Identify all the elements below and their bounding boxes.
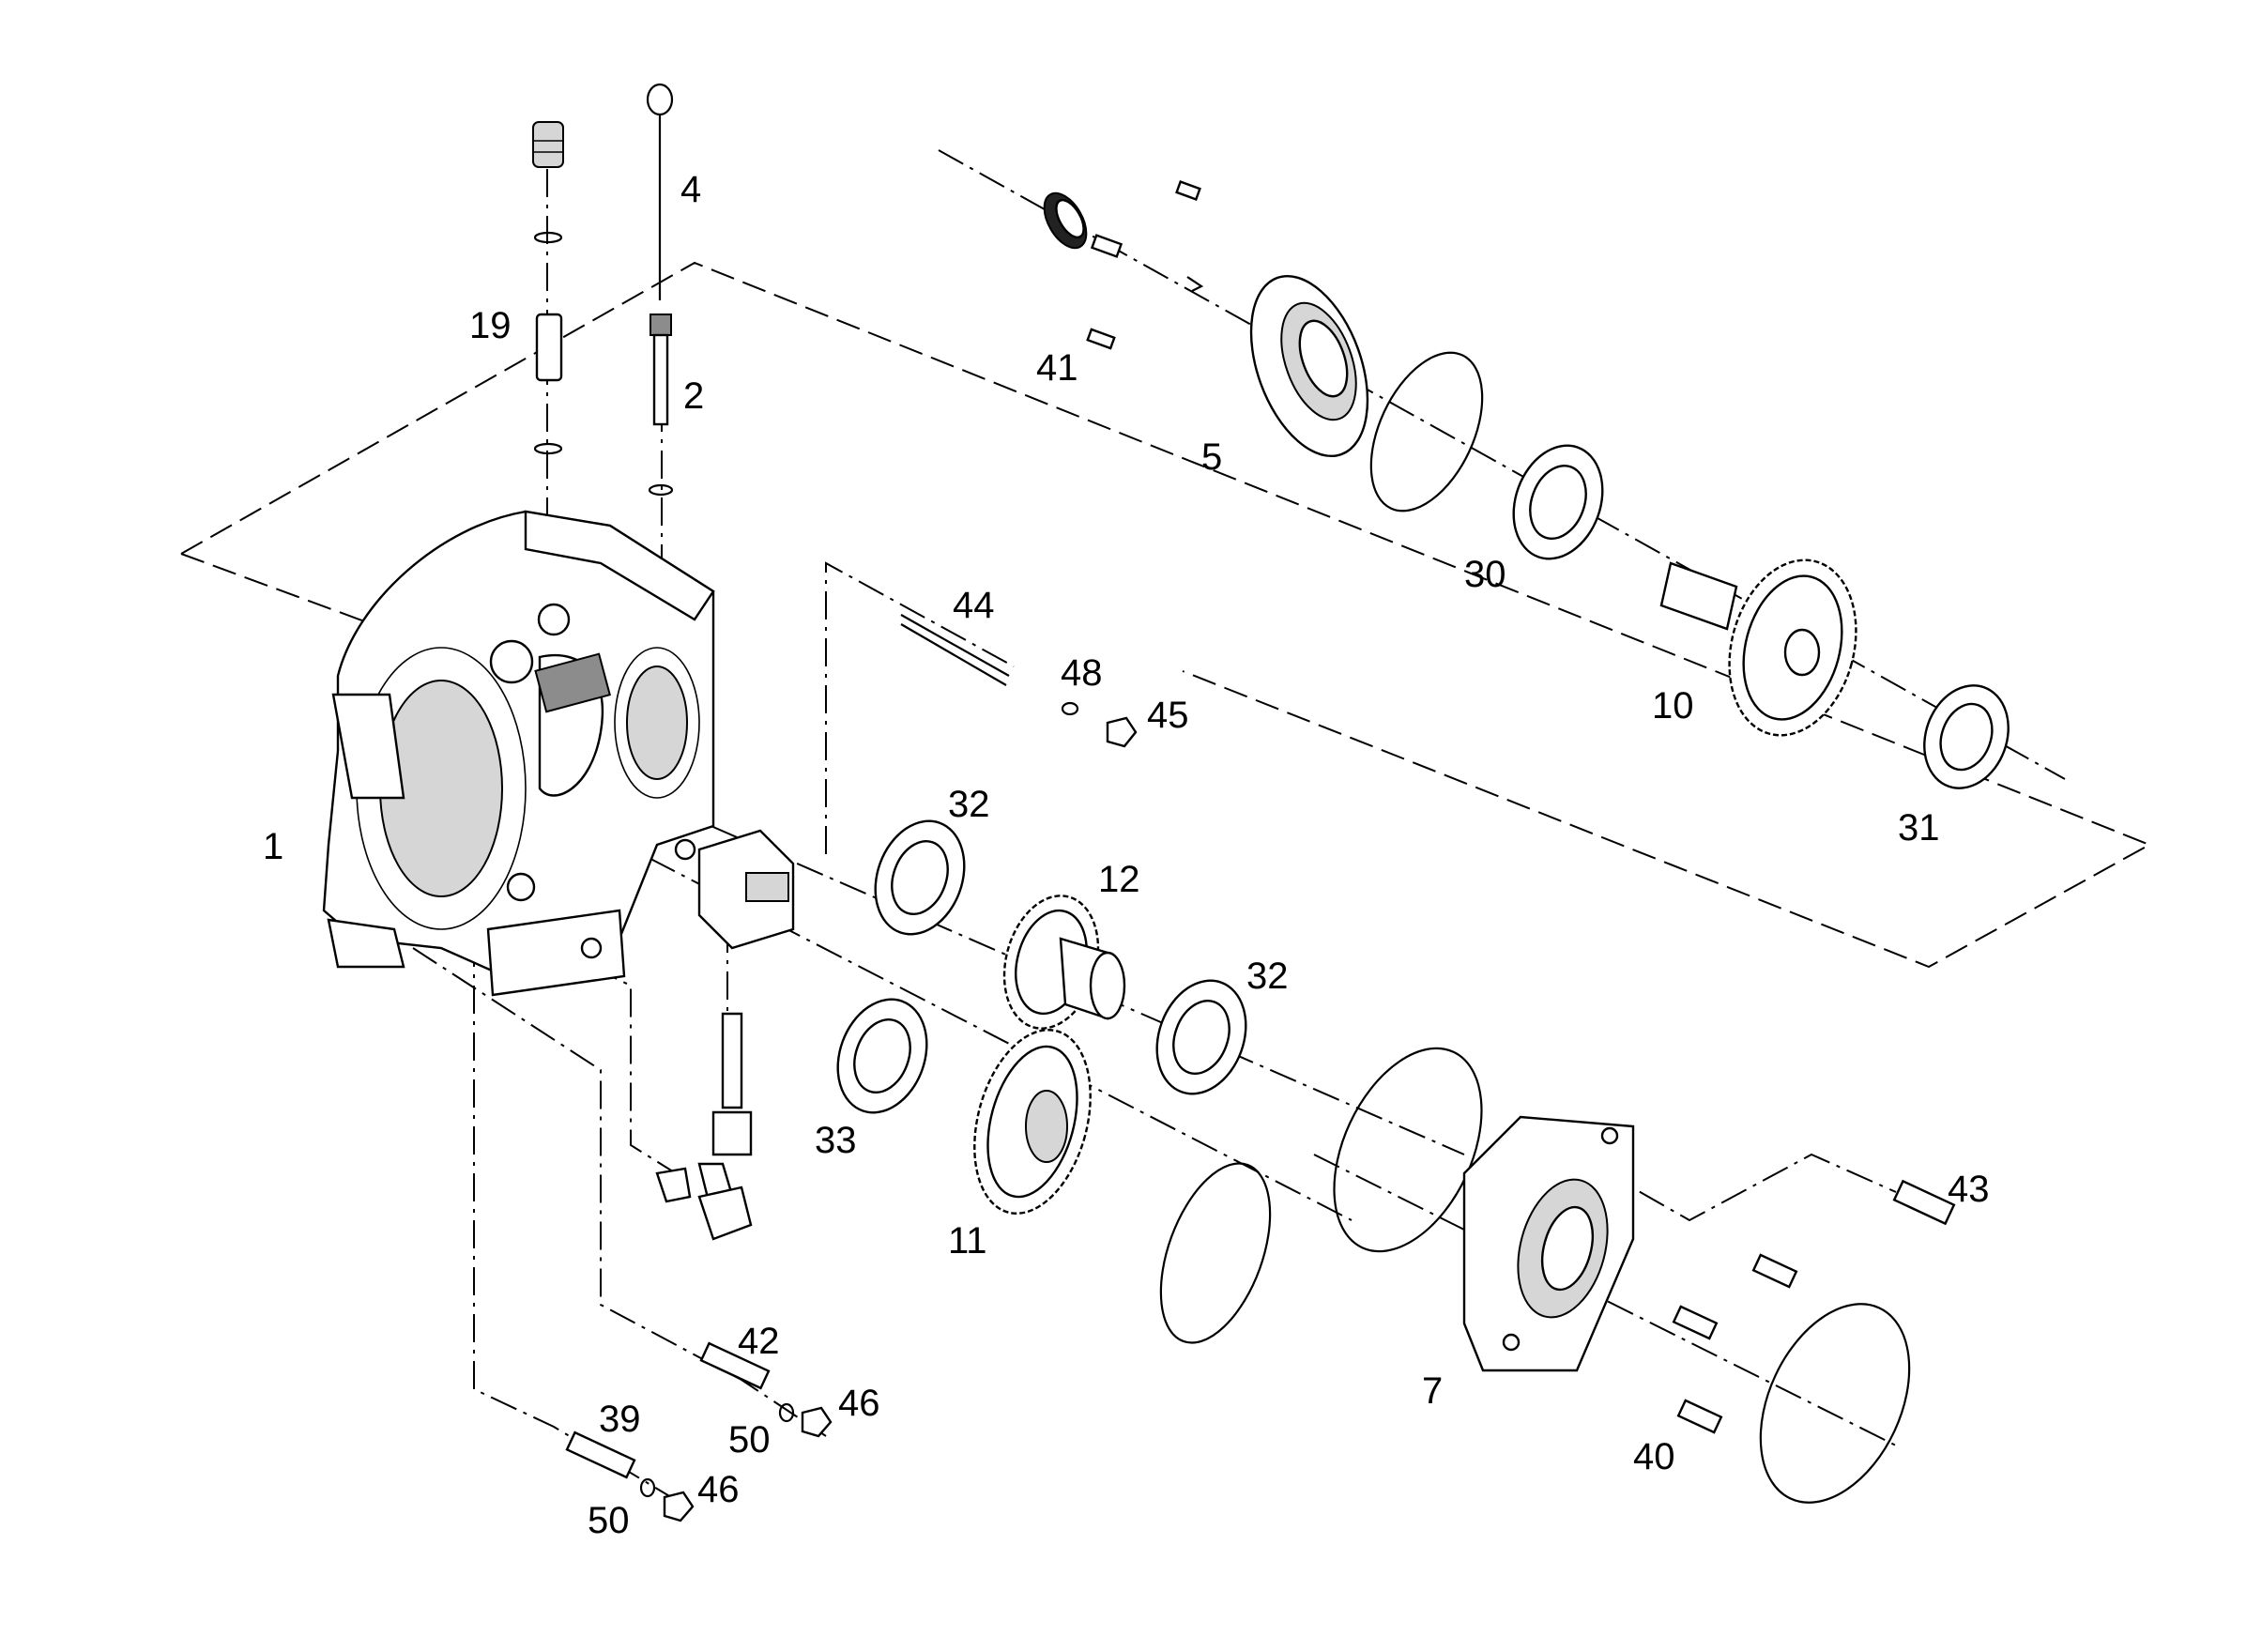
housing-part-1 [322, 510, 715, 997]
assembly-guide-lines [180, 149, 2152, 1512]
bearing-part-32-lower [1155, 979, 1247, 1095]
gear-part-12 [1002, 895, 1126, 1030]
pin-part-39 [565, 1430, 695, 1522]
callout-42: 42 [738, 1321, 780, 1362]
breather-part-19 [532, 121, 564, 455]
callout-30: 30 [1464, 554, 1506, 595]
callout-32-lower: 32 [1246, 956, 1289, 997]
callout-33: 33 [815, 1120, 857, 1161]
callout-50-upper: 50 [728, 1419, 771, 1461]
callout-45: 45 [1147, 695, 1189, 736]
pin-part-42 [699, 1341, 833, 1438]
callout-2: 2 [683, 375, 704, 417]
callout-40: 40 [1633, 1436, 1675, 1477]
callout-41: 41 [1036, 347, 1078, 389]
callout-43: 43 [1948, 1169, 1990, 1210]
callout-labels: 1 2 4 5 7 10 11 12 19 30 31 32 32 33 39 … [263, 169, 1990, 1541]
gear-part-11 [973, 1029, 1092, 1215]
screw-part-43 [1892, 1179, 1956, 1226]
bearing-part-32-upper [874, 819, 966, 936]
callout-39: 39 [599, 1399, 641, 1440]
bearing-part-31 [1923, 684, 2010, 789]
callout-50-lower: 50 [588, 1500, 630, 1541]
callout-1: 1 [263, 826, 283, 867]
cover-part-7 [1462, 1115, 1635, 1372]
rod-part-44 [900, 614, 1138, 748]
callout-4: 4 [680, 169, 701, 210]
callout-7: 7 [1422, 1370, 1443, 1412]
callout-46-upper: 46 [838, 1383, 880, 1424]
o-ring-upper [1369, 351, 1484, 512]
callout-5: 5 [1201, 436, 1222, 478]
o-ring-bottom-right [1759, 1303, 1911, 1504]
dipstick-part-4 [646, 83, 674, 300]
callout-10: 10 [1652, 685, 1694, 727]
callout-48: 48 [1061, 652, 1103, 694]
seal-ring-top [1043, 191, 1088, 250]
screws-part-41 [1086, 180, 1204, 350]
callout-31: 31 [1898, 807, 1940, 849]
callout-12: 12 [1098, 859, 1140, 900]
gear-shaft-part-10 [1659, 558, 1857, 737]
o-ring-lower [1159, 1162, 1272, 1344]
bearing-part-30 [1512, 444, 1604, 560]
flange-part-5 [1249, 274, 1369, 458]
bearing-part-33 [836, 998, 928, 1114]
screws-part-40 [1672, 1253, 1798, 1434]
valve-block [655, 829, 795, 1241]
callout-32-upper: 32 [948, 784, 990, 825]
callout-44: 44 [953, 585, 995, 626]
dipstick-tube-part-2 [648, 314, 674, 497]
callout-46-lower: 46 [697, 1469, 740, 1510]
callout-11: 11 [948, 1220, 987, 1262]
callout-19: 19 [469, 305, 512, 346]
